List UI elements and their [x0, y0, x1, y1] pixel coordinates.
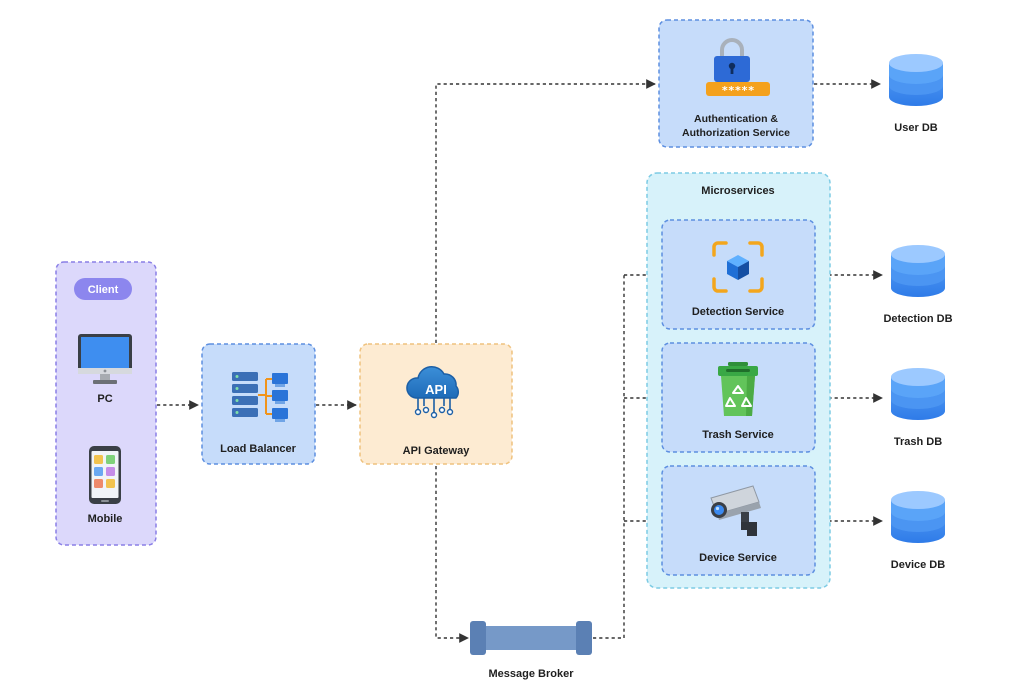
password-mask: *****	[721, 84, 754, 97]
trash-service-label: Trash Service	[702, 429, 774, 441]
device-label-pc: PC	[97, 393, 112, 405]
auth-service-label-line1: Authentication &	[694, 113, 778, 125]
api-gateway-box	[359, 343, 513, 465]
load-balancer-label: Load Balancer	[220, 443, 297, 455]
padlock-password-icon: *****	[706, 38, 770, 97]
device-service-box	[661, 465, 816, 576]
client-title: Client	[88, 284, 119, 296]
connector-gateway-to-broker	[435, 466, 469, 643]
load-balancer-node: Load Balancer	[201, 343, 316, 465]
connectors	[157, 79, 883, 643]
message-broker-label: Message Broker	[489, 668, 575, 680]
message-broker-node: Message Broker	[470, 621, 592, 680]
device-label-mobile: Mobile	[88, 513, 123, 525]
api-gateway-label: API Gateway	[403, 445, 471, 457]
trash-db-label: Trash DB	[894, 436, 942, 448]
recycle-bin-icon	[718, 362, 758, 416]
database-icon	[891, 368, 945, 420]
api-gateway-node: API API Gateway	[359, 343, 513, 465]
client-container	[55, 261, 157, 546]
microservices-title: Microservices	[701, 185, 774, 197]
connector-gateway-to-auth	[435, 79, 656, 343]
detection-db-label: Detection DB	[883, 313, 952, 325]
server-network-icon	[232, 372, 288, 422]
client-group: Client PC Mobile	[55, 261, 157, 546]
microservices-group: Microservices Detection Service Trash Se…	[646, 172, 831, 589]
auth-service-node: ***** Authentication & Authorization Ser…	[658, 19, 814, 148]
database-icon	[891, 491, 945, 543]
databases: User DB Detection DB Trash DB Device DB	[883, 54, 953, 571]
client-badge	[74, 278, 132, 300]
device-service-label: Device Service	[699, 552, 777, 564]
detection-cube-icon	[712, 241, 764, 293]
api-cloud-icon: API	[406, 366, 460, 419]
connector-broker-to-microservices	[593, 275, 625, 639]
mobile-phone-icon	[89, 446, 121, 504]
user-db-label: User DB	[894, 122, 937, 134]
api-icon-text: API	[425, 382, 447, 397]
detection-service-label: Detection Service	[692, 306, 784, 318]
database-icon	[889, 54, 943, 106]
auth-service-label-line2: Authorization Service	[682, 127, 790, 139]
database-icon	[891, 245, 945, 297]
message-queue-icon	[470, 621, 592, 655]
desktop-computer-icon	[78, 334, 132, 384]
device-db-label: Device DB	[891, 559, 945, 571]
security-camera-icon	[710, 485, 761, 536]
